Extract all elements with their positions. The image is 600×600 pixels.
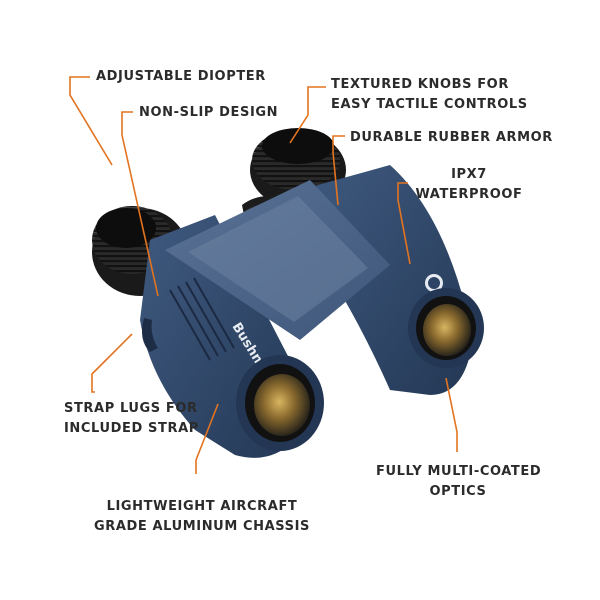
strap-lug	[142, 318, 158, 352]
right-eyecup	[250, 128, 346, 208]
label-multi-coated-optics: FULLY MULTI-COATED OPTICS	[376, 464, 542, 499]
leader-lines	[69, 76, 458, 474]
label-aluminum-chassis: LIGHTWEIGHT AIRCRAFT GRADE ALUMINUM CHAS…	[93, 499, 311, 534]
label-durable-rubber-armor: DURABLE RUBBER ARMOR	[350, 130, 553, 145]
label-ipx7-waterproof: IPX7 WATERPROOF	[415, 167, 523, 202]
label-adjustable-diopter: ADJUSTABLE DIOPTER	[96, 69, 266, 84]
textured-panel	[188, 196, 368, 322]
grip-ridges	[169, 277, 235, 361]
left-objective-lens	[236, 355, 324, 451]
label-non-slip-design: NON-SLIP DESIGN	[139, 105, 279, 120]
label-strap-lugs: STRAP LUGS FOR INCLUDED STRAP	[64, 401, 199, 436]
right-objective-lens	[408, 288, 484, 368]
label-textured-knobs: TEXTURED KNOBS FOR EASY TACTILE CONTROLS	[331, 77, 528, 112]
